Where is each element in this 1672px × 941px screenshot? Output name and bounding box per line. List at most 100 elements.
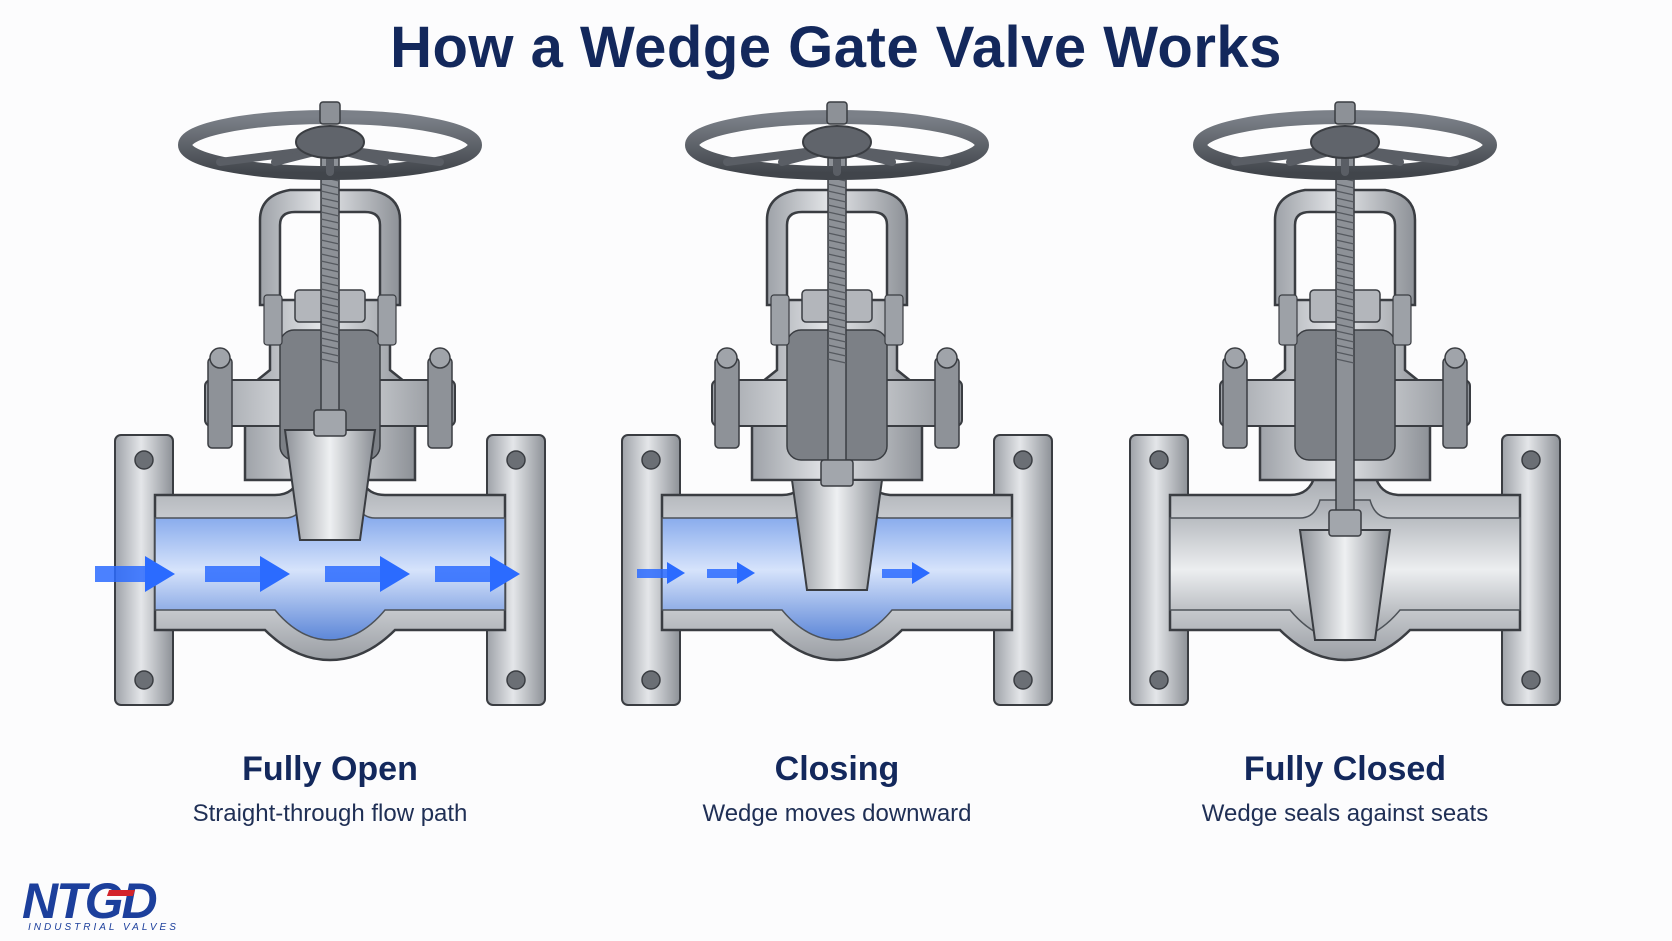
gate-wedge [283,429,377,541]
stem-thread [827,295,847,301]
gate-wedge [790,479,884,591]
flange-bolt-hole [1521,450,1541,470]
company-logo: NTGD INDUSTRIAL VALVES [22,872,212,933]
bolt-head [936,347,958,369]
stem-thread [1335,274,1355,280]
flow-arrow-shaft [205,566,260,582]
stem-thread [827,246,847,252]
flow-arrow-head [667,562,685,584]
stem-thread [827,204,847,210]
stem-thread [827,225,847,231]
stem-thread [320,351,340,357]
bonnet-bolt [1442,357,1468,449]
gland-bolt [1392,294,1412,346]
flow-arrow-shaft [95,566,145,582]
stem-thread [1335,281,1355,287]
bonnet-bolt [1222,357,1248,449]
stem-thread [320,204,340,210]
stem-thread [1335,260,1355,266]
bonnet-bolt [934,357,960,449]
gland-bolt [263,294,283,346]
stem-thread [1335,239,1355,245]
flow-arrow-shaft [325,566,380,582]
stem-thread [1335,288,1355,294]
stem-thread [1335,267,1355,273]
stem-thread [1335,316,1355,322]
stem-thread [827,316,847,322]
valve-closing: Closing Wedge moves downward [602,100,1072,827]
stem-thread [320,337,340,343]
stem-thread [1335,190,1355,196]
bonnet-bolt [427,357,453,449]
gate-wedge [1298,529,1392,641]
flange-bolt-hole [506,670,526,690]
flange-bolt-hole [1149,450,1169,470]
stem-thread [320,211,340,217]
stem-thread [320,288,340,294]
stem-thread [320,316,340,322]
stem-thread [827,358,847,364]
flange-bolt-hole [1149,670,1169,690]
stem-thread [827,344,847,350]
stem-thread [1335,323,1355,329]
flange-bolt-hole [134,450,154,470]
stem-thread [827,211,847,217]
stem-thread [320,295,340,301]
flow-arrow-shaft [435,566,490,582]
valve-drawing-open [95,101,546,706]
stem-thread [827,302,847,308]
stem-thread [827,337,847,343]
valve-description-closing: Wedge moves downward [702,800,972,827]
stem-thread [1335,337,1355,343]
bolt-head [209,347,231,369]
flange-bolt-hole [641,670,661,690]
flow-arrow-shaft [882,569,912,578]
flange-bolt-hole [641,450,661,470]
stem-thread [827,197,847,203]
logo-text: NTGD [22,873,158,929]
stem-thread [1335,309,1355,315]
stem-nut [1334,101,1356,125]
stem-thread [827,267,847,273]
stem-thread [827,183,847,189]
valve-fully-open: Fully Open Straight-through flow path [95,100,565,827]
flow-arrow-shaft [637,569,667,578]
stem-thread [1335,232,1355,238]
page-title: How a Wedge Gate Valve Works [390,15,1282,80]
stem-thread [1335,183,1355,189]
bolt-head [1224,347,1246,369]
stem-thread [1335,225,1355,231]
stem-thread [1335,246,1355,252]
flow-arrow-head [145,556,175,592]
flow-arrow-head [490,556,520,592]
flange-bolt-hole [134,670,154,690]
flange-bolt-hole [506,450,526,470]
flow-arrow-shaft [707,569,737,578]
stem-thread [827,260,847,266]
stem-thread [320,190,340,196]
wedge-stem-connector [820,459,854,487]
valve-label-closing: Closing [774,750,900,788]
stem-thread [1335,211,1355,217]
stem-thread [1335,358,1355,364]
stem-thread [1335,330,1355,336]
stem-thread [1335,302,1355,308]
stem-thread [1335,344,1355,350]
stem-thread [320,330,340,336]
stem-thread [320,323,340,329]
stem-thread [320,246,340,252]
stem-thread [1335,204,1355,210]
stem-nut [826,101,848,125]
stem-thread [1335,295,1355,301]
gland-bolt [377,294,397,346]
stem-thread [320,309,340,315]
bolt-head [1444,347,1466,369]
gland-bolt [770,294,790,346]
stem-thread [827,288,847,294]
stem-thread [1335,197,1355,203]
gland-bolt [1278,294,1298,346]
stem-thread [320,253,340,259]
stem-thread [827,309,847,315]
stem-thread [827,239,847,245]
handwheel-hub [295,125,365,159]
